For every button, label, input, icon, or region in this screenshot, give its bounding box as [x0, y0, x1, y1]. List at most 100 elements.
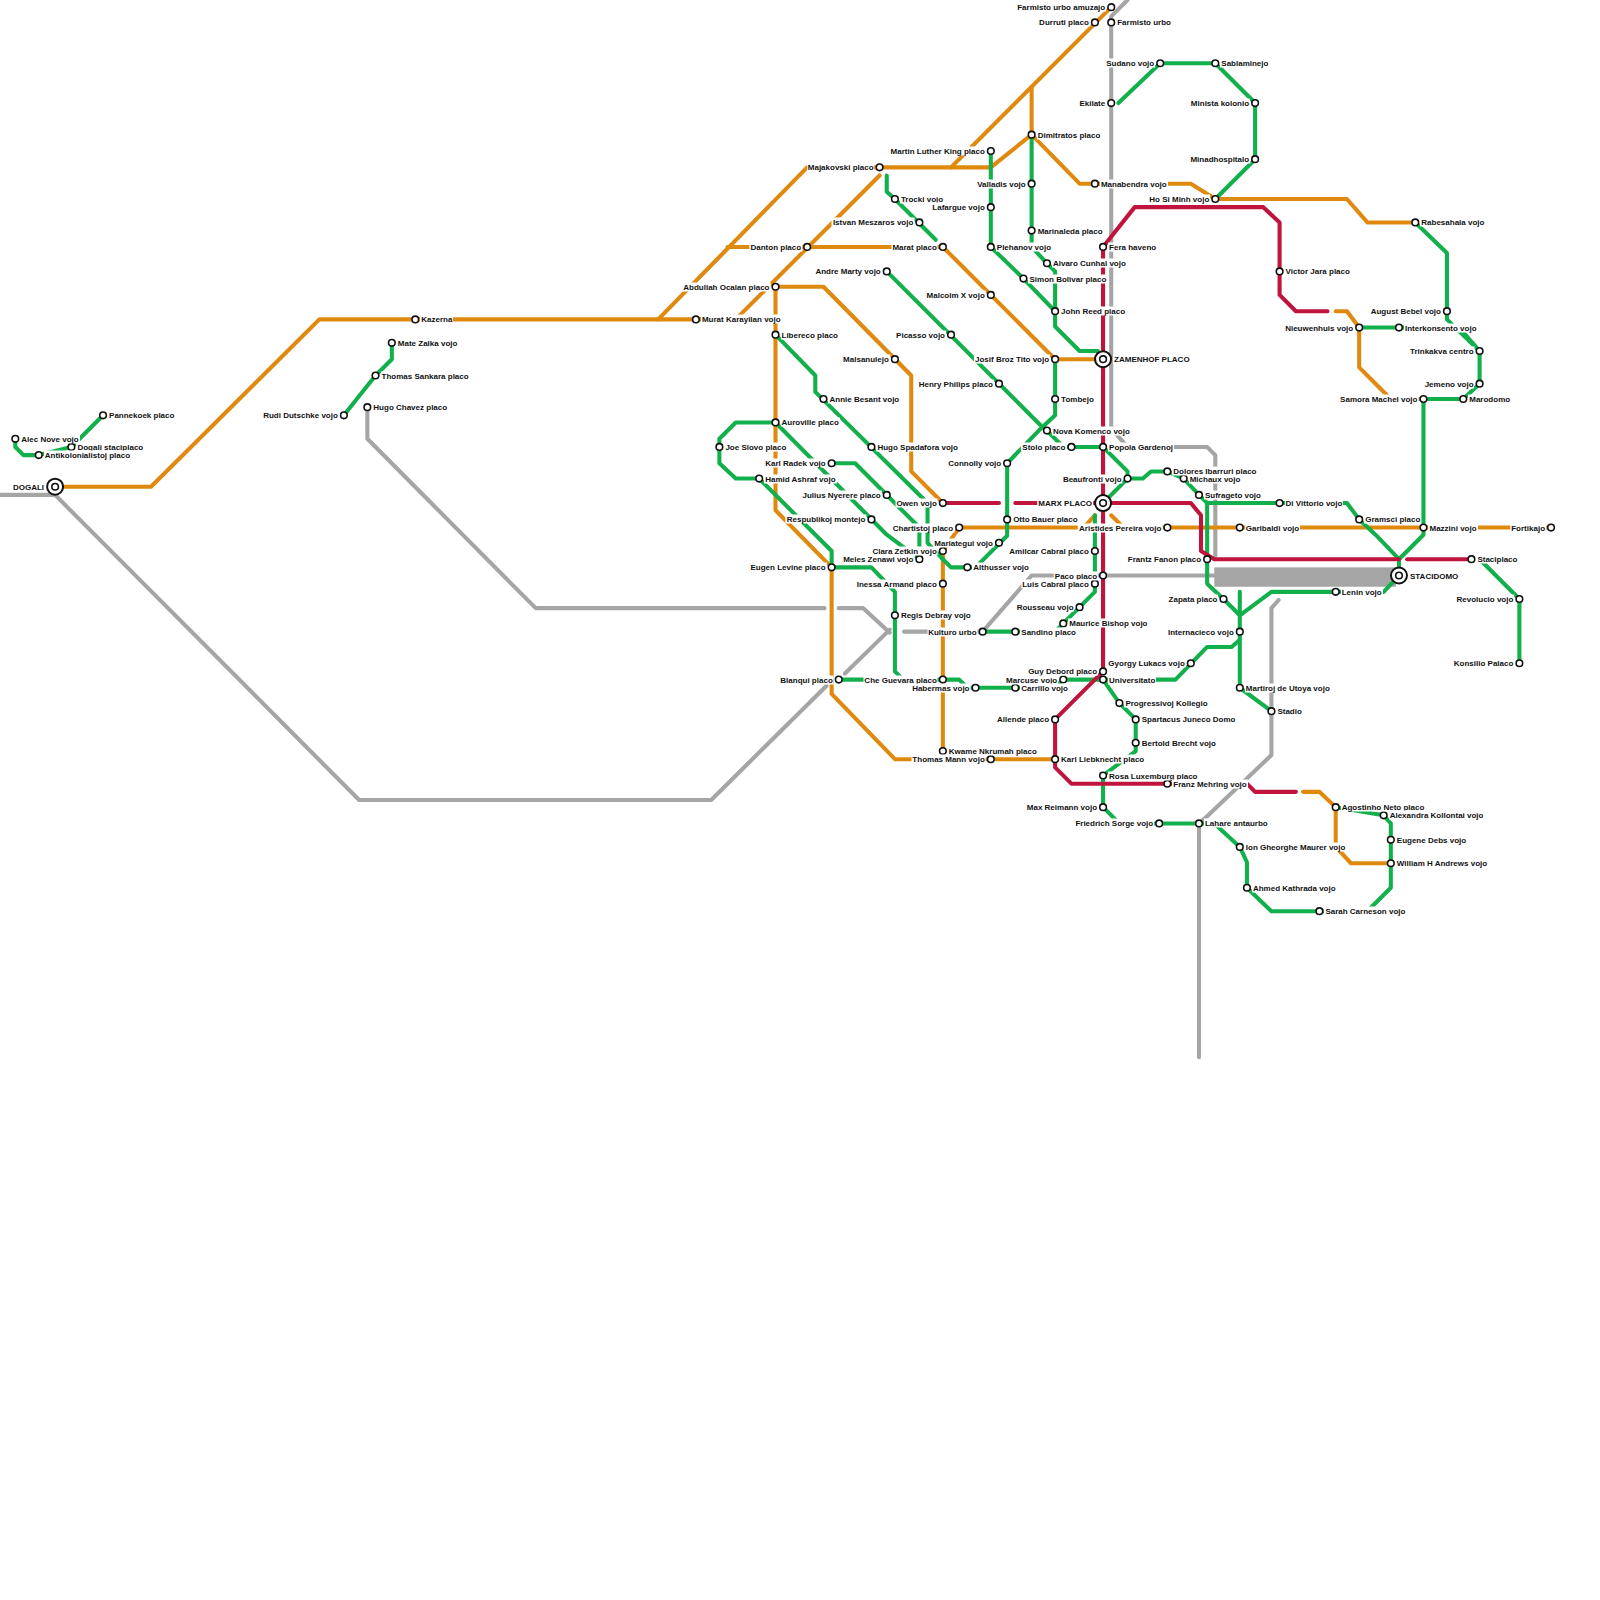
- station-dot: [412, 316, 419, 323]
- station-dot: [1388, 836, 1395, 843]
- station-label: August Bebel vojo: [1370, 307, 1442, 316]
- station-dot: [940, 244, 947, 251]
- station-dot: [940, 580, 947, 587]
- station-label: Hugo Spadafora vojo: [876, 442, 958, 451]
- station-label: Luis Cabral placo: [1021, 579, 1090, 588]
- station-dot: [1196, 820, 1203, 827]
- station-label: Sablaminejo: [1220, 59, 1269, 68]
- station-label: Respublikoj montejo: [786, 515, 867, 524]
- station-dot: [972, 684, 979, 691]
- station-label: Frantz Fanon placo: [1127, 555, 1202, 564]
- station-dot: [1396, 324, 1403, 331]
- station-dot: [1476, 348, 1483, 355]
- station-label: Hamid Ashraf vojo: [764, 474, 836, 483]
- station-label: Minadhospitalo: [1189, 155, 1250, 164]
- station-label: Bertold Brecht vojo: [1141, 738, 1217, 747]
- station-dot: [1100, 356, 1107, 363]
- station-label: Marinaleda placo: [1037, 226, 1104, 235]
- station-label: Victor Jara placo: [1285, 267, 1351, 276]
- red-line: [943, 207, 1472, 792]
- interchange-ring: [47, 479, 63, 495]
- station-dot: [828, 460, 835, 467]
- station-dot: [1164, 524, 1171, 531]
- station-label: Revolucio vojo: [1455, 594, 1514, 603]
- station-dot: [1052, 396, 1059, 403]
- station-dot: [996, 540, 1003, 547]
- station-dot: [1396, 572, 1403, 579]
- station-dot: [1060, 620, 1067, 627]
- station-dot: [892, 196, 899, 203]
- station-dot: [1100, 500, 1107, 507]
- station-dot: [1157, 60, 1164, 67]
- station-label: Minista kolonio: [1190, 99, 1250, 108]
- station-label: Andre Marty vojo: [814, 267, 881, 276]
- station-dot: [1188, 660, 1195, 667]
- station-label: Internacieco vojo: [1167, 627, 1235, 636]
- station-dot: [772, 331, 779, 338]
- station-label: Allende placo: [996, 715, 1050, 724]
- station-label: Martin Luther King placo: [890, 147, 986, 156]
- station-label: Hugo Chavez placo: [372, 403, 448, 412]
- station-label: Eugen Levine placo: [749, 563, 826, 572]
- station-label: Fera haveno: [1108, 242, 1157, 251]
- interchange-ring: [1095, 351, 1111, 367]
- station-dot: [1244, 884, 1251, 891]
- station-dot: [1044, 427, 1051, 434]
- station-label: Libereco placo: [781, 330, 839, 339]
- station-label: Samora Machel vojo: [1339, 394, 1418, 403]
- station-dot: [1100, 572, 1107, 579]
- station-dot: [1252, 100, 1259, 107]
- station-dot: [1100, 804, 1107, 811]
- station-dot: [1116, 700, 1123, 707]
- station-dot: [372, 372, 379, 379]
- station-label: Ahmed Kathrada vojo: [1252, 883, 1337, 892]
- station-dot: [1100, 772, 1107, 779]
- station-label: Martiroj de Utoya vojo: [1245, 683, 1331, 692]
- station-label: Progressivoj Kollegio: [1124, 699, 1208, 708]
- station-label: Rudi Dutschke vojo: [262, 411, 339, 420]
- station-label: Sudano vojo: [1105, 59, 1155, 68]
- station-dot: [988, 148, 995, 155]
- station-label: Farmisto urbo: [1116, 18, 1172, 27]
- station-dot: [940, 748, 947, 755]
- station-label: Kazerna: [420, 315, 453, 324]
- station-label: Connolly vojo: [947, 459, 1002, 468]
- station-dot: [1164, 780, 1171, 787]
- station-label: Beaufronti vojo: [1062, 474, 1123, 483]
- station-label: Chartistoj placo: [892, 523, 954, 532]
- station-dot: [756, 475, 763, 482]
- station-label: Lahare antaurbo: [1204, 819, 1269, 828]
- station-label: Rousseau vojo: [1016, 603, 1075, 612]
- station-dot: [693, 316, 700, 323]
- station-dot: [996, 380, 1003, 387]
- station-label: Julius Nyerere placo: [801, 490, 881, 499]
- station-label: William H Andrews vojo: [1396, 859, 1488, 868]
- station-label: Interkonsento vojo: [1404, 323, 1478, 332]
- station-label: Plehanov vojo: [996, 242, 1052, 251]
- station-label: Maurice Bishop vojo: [1068, 619, 1148, 628]
- station-label: Althusser vojo: [972, 563, 1030, 572]
- station-label: Amilcar Cabral placo: [1008, 547, 1090, 556]
- route-lines: [0, 0, 1551, 1057]
- station-label: Thomas Sankara placo: [381, 371, 470, 380]
- station-dot: [916, 556, 923, 563]
- station-dot: [1092, 548, 1099, 555]
- station-label: Murat Karayilan vojo: [701, 315, 782, 324]
- station-dot: [1204, 556, 1211, 563]
- station-dot: [835, 676, 842, 683]
- station-dot: [1420, 524, 1427, 531]
- station-dot: [1220, 596, 1227, 603]
- station-label: Friedrich Sorge vojo: [1074, 819, 1154, 828]
- station-dot: [1068, 444, 1075, 451]
- station-dot: [979, 628, 986, 635]
- station-dot: [988, 292, 995, 299]
- station-dot: [868, 516, 875, 523]
- station-dot: [1332, 804, 1339, 811]
- station-label: John Reed placo: [1060, 307, 1126, 316]
- station-dot: [940, 500, 947, 507]
- station-dot: [1052, 716, 1059, 723]
- station-label: Valladis vojo: [976, 179, 1026, 188]
- station-dot: [1476, 380, 1483, 387]
- station-dot: [988, 244, 995, 251]
